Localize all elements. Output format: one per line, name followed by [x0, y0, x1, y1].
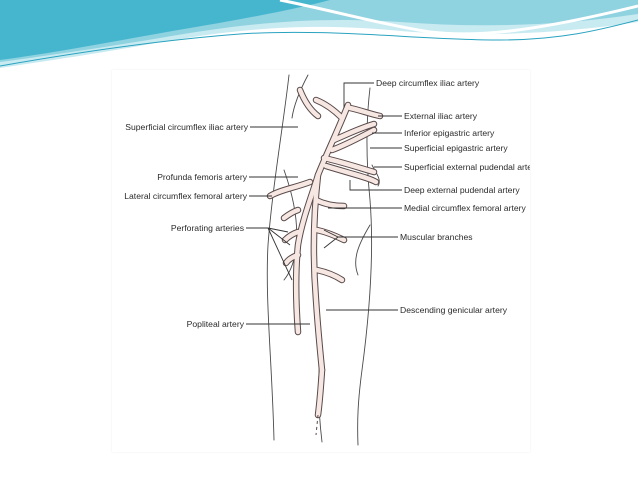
label-superficial-circumflex-iliac: Superficial circumflex iliac artery	[125, 122, 248, 132]
label-profunda-femoris: Profunda femoris artery	[157, 172, 247, 182]
banner-swoosh-white	[279, 0, 638, 36]
label-inferior-epigastric: Inferior epigastric artery	[404, 128, 495, 138]
label-perforating-arteries: Perforating arteries	[171, 223, 244, 233]
slide-banner	[0, 0, 638, 68]
label-deep-external-pudendal: Deep external pudendal artery	[404, 185, 520, 195]
label-descending-genicular: Descending genicular artery	[400, 305, 508, 315]
label-external-iliac: External iliac artery	[404, 111, 478, 121]
label-lateral-circumflex-femoral: Lateral circumflex femoral artery	[124, 191, 247, 201]
right-labels: Deep circumflex iliac artery External il…	[376, 78, 530, 315]
left-labels: Superficial circumflex iliac artery Prof…	[124, 122, 248, 329]
leader-lines	[246, 82, 402, 325]
banner-swoosh-line	[0, 19, 638, 67]
label-medial-circumflex-femoral: Medial circumflex femoral artery	[404, 203, 526, 213]
label-superficial-external-pudendal: Superficial external pudendal artery	[404, 162, 530, 172]
arterial-tree	[266, 86, 384, 436]
anatomy-figure: Deep circumflex iliac artery External il…	[112, 70, 530, 452]
femoral-artery-diagram: Deep circumflex iliac artery External il…	[124, 74, 530, 446]
label-deep-circumflex-iliac: Deep circumflex iliac artery	[376, 78, 480, 88]
label-superficial-epigastric: Superficial epigastric artery	[404, 143, 508, 153]
label-popliteal: Popliteal artery	[187, 319, 245, 329]
banner-wave-dark	[0, 0, 330, 60]
label-muscular-branches: Muscular branches	[400, 232, 473, 242]
